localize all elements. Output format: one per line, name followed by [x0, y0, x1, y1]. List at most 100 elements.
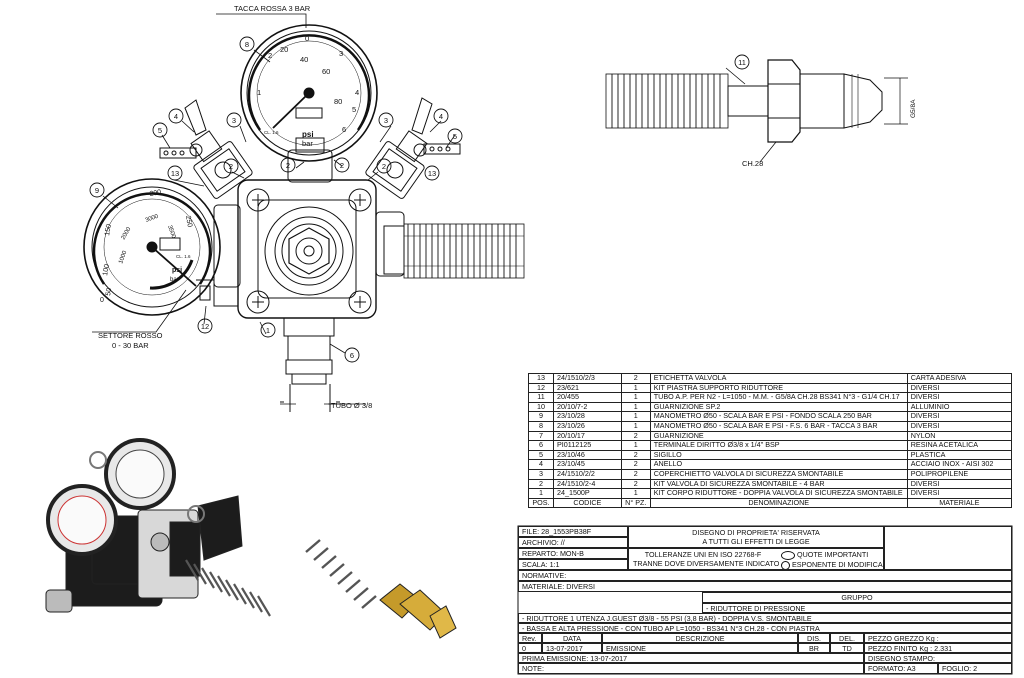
bom-cell-desc: ANELLO: [649, 459, 908, 470]
gauge-large-unit-psi: psi: [172, 267, 182, 274]
bom-cell-material: DIVERSI: [906, 411, 1013, 422]
tb-data-value: 13-07-2017: [542, 643, 602, 653]
bom-cell-qty: 1: [620, 392, 651, 403]
tb-rev-value: 0: [518, 643, 542, 653]
bom-cell-material: ALLUMINIO: [906, 401, 1013, 413]
bom-cell-pos: 12: [528, 382, 554, 394]
tb-prima-emissione: PRIMA EMISSIONE: 13-07-2017: [518, 653, 864, 663]
gauge-large-class: CL. 1.6: [176, 254, 191, 259]
tb-file: FILE: 28_1553PB38F: [518, 526, 628, 537]
callout-hex: CH.28: [742, 159, 763, 168]
bom-cell-pos: 4: [528, 459, 554, 470]
tb-rev-header: Rev.: [518, 633, 542, 643]
tb-normative: NORMATIVE:: [518, 570, 1012, 581]
bom-cell-pos: 3: [528, 468, 554, 480]
gauge-large-tick-100: 100: [102, 264, 111, 277]
regulator-body: [237, 179, 377, 319]
gauge-large-tick-50: 50: [105, 287, 113, 296]
bom-cell-desc: GUARNIZIONE SP.2: [649, 401, 908, 413]
tb-formato: FORMATO: A3: [864, 663, 938, 674]
tb-archivio: ARCHIVIO: //: [518, 537, 628, 548]
gauge-small-tick-3: 3: [339, 49, 343, 58]
bom-cell-code: 23/10/45: [552, 459, 622, 470]
bom-cell-material: ACCIAIO INOX - AISI 302: [906, 459, 1013, 470]
gauge-small-tick-80: 80: [334, 97, 342, 106]
bom-cell-qty: 1: [620, 440, 651, 451]
gauge-large-unit-bar: bar: [170, 277, 179, 283]
gauge-small-unit-psi: psi: [302, 130, 314, 139]
bom-cell-material: DIVERSI: [906, 420, 1013, 432]
tb-description-line1: - RIDUTTORE 1 UTENZA J.GUEST Ø3/8 - 55 P…: [518, 613, 1012, 623]
tb-logo-area: [884, 526, 1012, 570]
balloon-5-right: 5: [453, 132, 457, 141]
bom-cell-qty: 2: [620, 459, 651, 470]
bom-cell-desc: TUBO A.P. PER N2 - L=1050 - M.M. - G5/8A…: [649, 392, 908, 403]
bom-cell-material: PLASTICA: [906, 449, 1013, 461]
tb-pezzo-grezzo: PEZZO GREZZO Kg :: [864, 633, 1012, 643]
bom-cell-qty: 2: [620, 468, 651, 480]
gauge-large-tick-250: 250: [184, 215, 193, 228]
bom-cell-code: PI0112125: [552, 440, 622, 451]
gauge-large-tick-200: 200: [149, 189, 162, 198]
bom-cell-pos: 1: [528, 488, 554, 499]
bom-cell-qty: 2: [620, 449, 651, 461]
tb-del-value: TD: [830, 643, 864, 653]
bom-cell-qty: 1: [620, 420, 651, 432]
bom-cell-pos: 11: [528, 392, 554, 403]
gauge-small-tick-1: 1: [257, 88, 261, 97]
title-block: FILE: 28_1553PB38F ARCHIVIO: // REPARTO:…: [518, 526, 1012, 674]
balloon-9: 9: [95, 186, 99, 195]
bom-cell-code: 24/1510/2/3: [552, 373, 622, 384]
gauge-small-tick-2: 2: [268, 51, 272, 60]
tb-quote-importanti: QUOTE IMPORTANTI: [797, 550, 869, 559]
bom-cell-desc: MANOMETRO Ø50 - SCALA BAR E PSI - F.S. 6…: [649, 420, 908, 432]
bom-cell-qty: 2: [620, 430, 651, 442]
bom-cell-material: RESINA ACETALICA: [906, 440, 1013, 451]
tb-ownership: DISEGNO DI PROPRIETA' RISERVATA A TUTTI …: [628, 526, 884, 548]
bom-cell-desc: SIGILLO: [649, 449, 908, 461]
gauge-small-unit-bar: bar: [302, 139, 313, 148]
balloon-2-a: 2: [286, 161, 290, 170]
balloon-4-right: 4: [439, 112, 443, 121]
bom-cell-qty: 2: [620, 373, 651, 384]
bom-cell-pos: 9: [528, 411, 554, 422]
bom-cell-pos: 6: [528, 440, 554, 451]
bom-cell-desc: GUARNIZIONE: [649, 430, 908, 442]
bom-cell-qty: 1: [620, 382, 651, 394]
gauge-250-bar: [83, 178, 221, 316]
bom-cell-desc: TERMINALE DIRITTO Ø3/8 x 1/4" BSP: [649, 440, 908, 451]
gauge-small-tick-5: 5: [352, 105, 356, 114]
callout-thread: G5/8A: [910, 99, 917, 118]
balloon-1: 1: [266, 326, 270, 335]
tb-tolerance-line2: TRANNE DOVE DIVERSAMENTE INDICATO: [633, 559, 780, 568]
bom-cell-material: DIVERSI: [906, 488, 1013, 499]
tb-dis-header: DIS.: [798, 633, 830, 643]
bom-cell-code: 23/10/46: [552, 449, 622, 461]
callout-red-sector-line1: SETTORE ROSSO: [98, 331, 163, 340]
callout-tube: TUBO Ø 3/8: [331, 401, 372, 410]
gauge-large-tick-2000: 2000: [121, 226, 133, 241]
tb-materiale: MATERIALE: DIVERSI: [518, 581, 1012, 592]
bom-cell-code: 23/10/26: [552, 420, 622, 432]
bom-cell-material: DIVERSI: [906, 392, 1013, 403]
bom-cell-code: 23/621: [552, 382, 622, 394]
tb-ownership-line2: A TUTTI GLI EFFETTI DI LEGGE: [702, 537, 810, 546]
bom-cell-code: 24/1510/2/2: [552, 468, 622, 480]
front-view: 0 20 40 60 80 1 2 3 4 5 6 psi bar CL. 1.…: [83, 13, 525, 412]
bom-cell-pos: 5: [528, 449, 554, 461]
balloon-6: 6: [350, 351, 354, 360]
balloon-3-left: 3: [232, 116, 236, 125]
bom-cell-desc: ETICHETTA VALVOLA: [649, 373, 908, 384]
gauge-small-tick-6: 6: [342, 125, 346, 134]
gauge-small-tick-0: 0: [305, 34, 309, 43]
bom-header-pos: POS.: [528, 497, 554, 509]
bom-cell-desc: MANOMETRO Ø50 - SCALA BAR E PSI - FONDO …: [649, 411, 908, 422]
revision-circle-icon: [781, 560, 790, 569]
bom-cell-code: 20/10/17: [552, 430, 622, 442]
